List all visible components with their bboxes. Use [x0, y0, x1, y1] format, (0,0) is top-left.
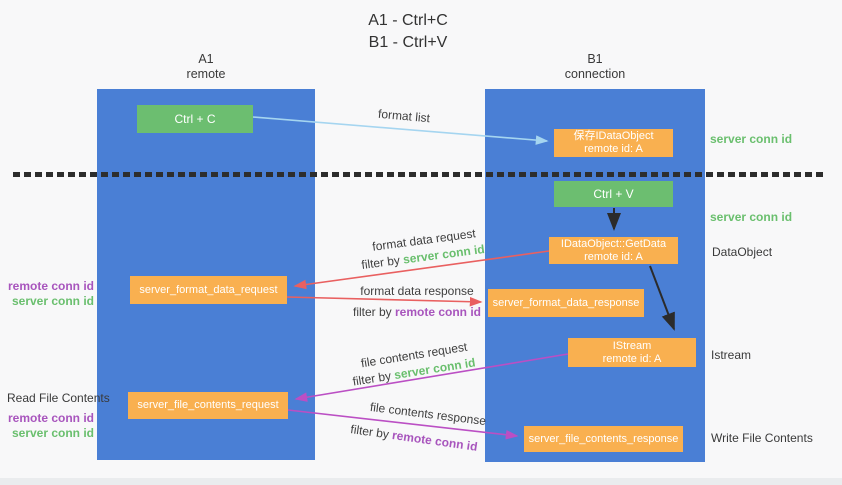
node-ctrl-c: Ctrl + C [137, 105, 253, 133]
node-getdata-line1: IDataObject::GetData [560, 237, 667, 250]
node-istream-line2: remote id: A [602, 352, 662, 365]
dotted-divider [13, 172, 823, 177]
title-line-2: B1 - Ctrl+V [368, 34, 448, 51]
node-server-format-data-response: server_format_data_response [488, 289, 644, 317]
lane-b1-title: B1 [587, 52, 603, 66]
node-server-format-data-response-label: server_format_data_response [492, 296, 640, 309]
bottom-strip [0, 478, 842, 485]
format-list-label: format list [377, 106, 431, 126]
node-ctrl-c-label: Ctrl + C [174, 111, 216, 126]
remote-conn-id-label: remote conn id [7, 411, 94, 425]
filter-by-text: filter by [351, 368, 396, 389]
server-conn-id-label: server conn id [11, 425, 94, 440]
lane-header-a1: A1 remote [97, 52, 315, 82]
dataobject-label: DataObject [712, 245, 773, 259]
node-server-file-contents-request: server_file_contents_request [128, 392, 288, 419]
left-conn-id-labels-top: remote conn id server conn id [0, 279, 94, 308]
title-line-1: A1 - Ctrl+C [368, 12, 448, 29]
right-server-conn-id-label-top: server conn id [710, 132, 793, 146]
node-istream: IStream remote id: A [568, 338, 696, 367]
remote-conn-id-label: remote conn id [7, 279, 94, 293]
left-conn-id-labels-bottom: remote conn id server conn id [0, 411, 94, 440]
file-contents-response-label: file contents response [369, 399, 487, 429]
lane-a1-subtitle: remote [186, 67, 226, 81]
node-istream-line1: IStream [612, 339, 652, 352]
lane-a1-title: A1 [198, 52, 214, 66]
node-save-idataobject-line1: 保存IDataObject [573, 130, 654, 142]
node-idataobject-getdata: IDataObject::GetData remote id: A [549, 237, 678, 264]
node-server-file-contents-request-label: server_file_contents_request [137, 399, 279, 411]
filter-by-remote-conn-id-label-2: filter by remote conn id [350, 422, 479, 454]
istream-label: Istream [711, 348, 752, 362]
remote-conn-id-text: remote conn id [391, 428, 479, 454]
node-ctrl-v: Ctrl + V [554, 181, 673, 207]
node-server-format-data-request-label: server_format_data_request [139, 283, 278, 296]
filter-by-text: filter by [360, 252, 405, 273]
filter-by-remote-conn-id-label-1: filter by remote conn id [353, 305, 481, 319]
node-getdata-line2: remote id: A [584, 250, 643, 263]
remote-conn-id-text: remote conn id [395, 305, 482, 319]
write-file-contents-label: Write File Contents [711, 431, 813, 445]
lane-header-b1: B1 connection [485, 52, 705, 82]
filter-by-text: filter by [349, 422, 394, 442]
node-server-file-contents-response: server_file_contents_response [524, 426, 683, 452]
format-data-response-label: format data response [360, 284, 474, 298]
node-save-idataobject: 保存IDataObject remote id: A [554, 129, 673, 157]
node-save-idataobject-line2: remote id: A [584, 143, 643, 155]
node-server-file-contents-response-label: server_file_contents_response [528, 432, 679, 445]
diagram-title: A1 - Ctrl+C B1 - Ctrl+V [308, 10, 508, 54]
read-file-contents-label: Read File Contents [7, 391, 110, 405]
right-server-conn-id-label-mid: server conn id [710, 210, 793, 224]
node-ctrl-v-label: Ctrl + V [593, 186, 634, 201]
server-conn-id-label: server conn id [11, 293, 94, 308]
lane-b1-subtitle: connection [564, 67, 626, 81]
node-server-format-data-request: server_format_data_request [130, 276, 287, 304]
filter-by-text: filter by [352, 305, 395, 319]
